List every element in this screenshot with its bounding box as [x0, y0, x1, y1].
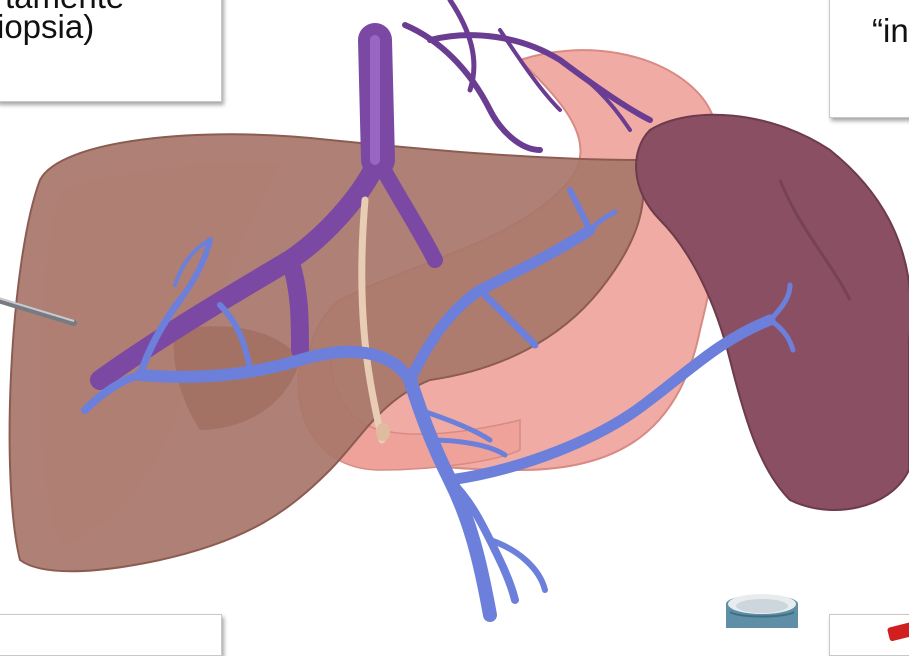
note-box-bottom-right: [829, 614, 909, 656]
note-box-bottom-left: [0, 614, 222, 656]
note-box-right: “in: [829, 0, 909, 118]
note-left-line2: iopsia): [0, 9, 94, 45]
note-box-left: tamente iopsia): [0, 0, 222, 102]
note-right-line1: “in: [872, 13, 909, 49]
bowl-icon: [718, 584, 806, 628]
red-marker-icon: [887, 618, 909, 641]
